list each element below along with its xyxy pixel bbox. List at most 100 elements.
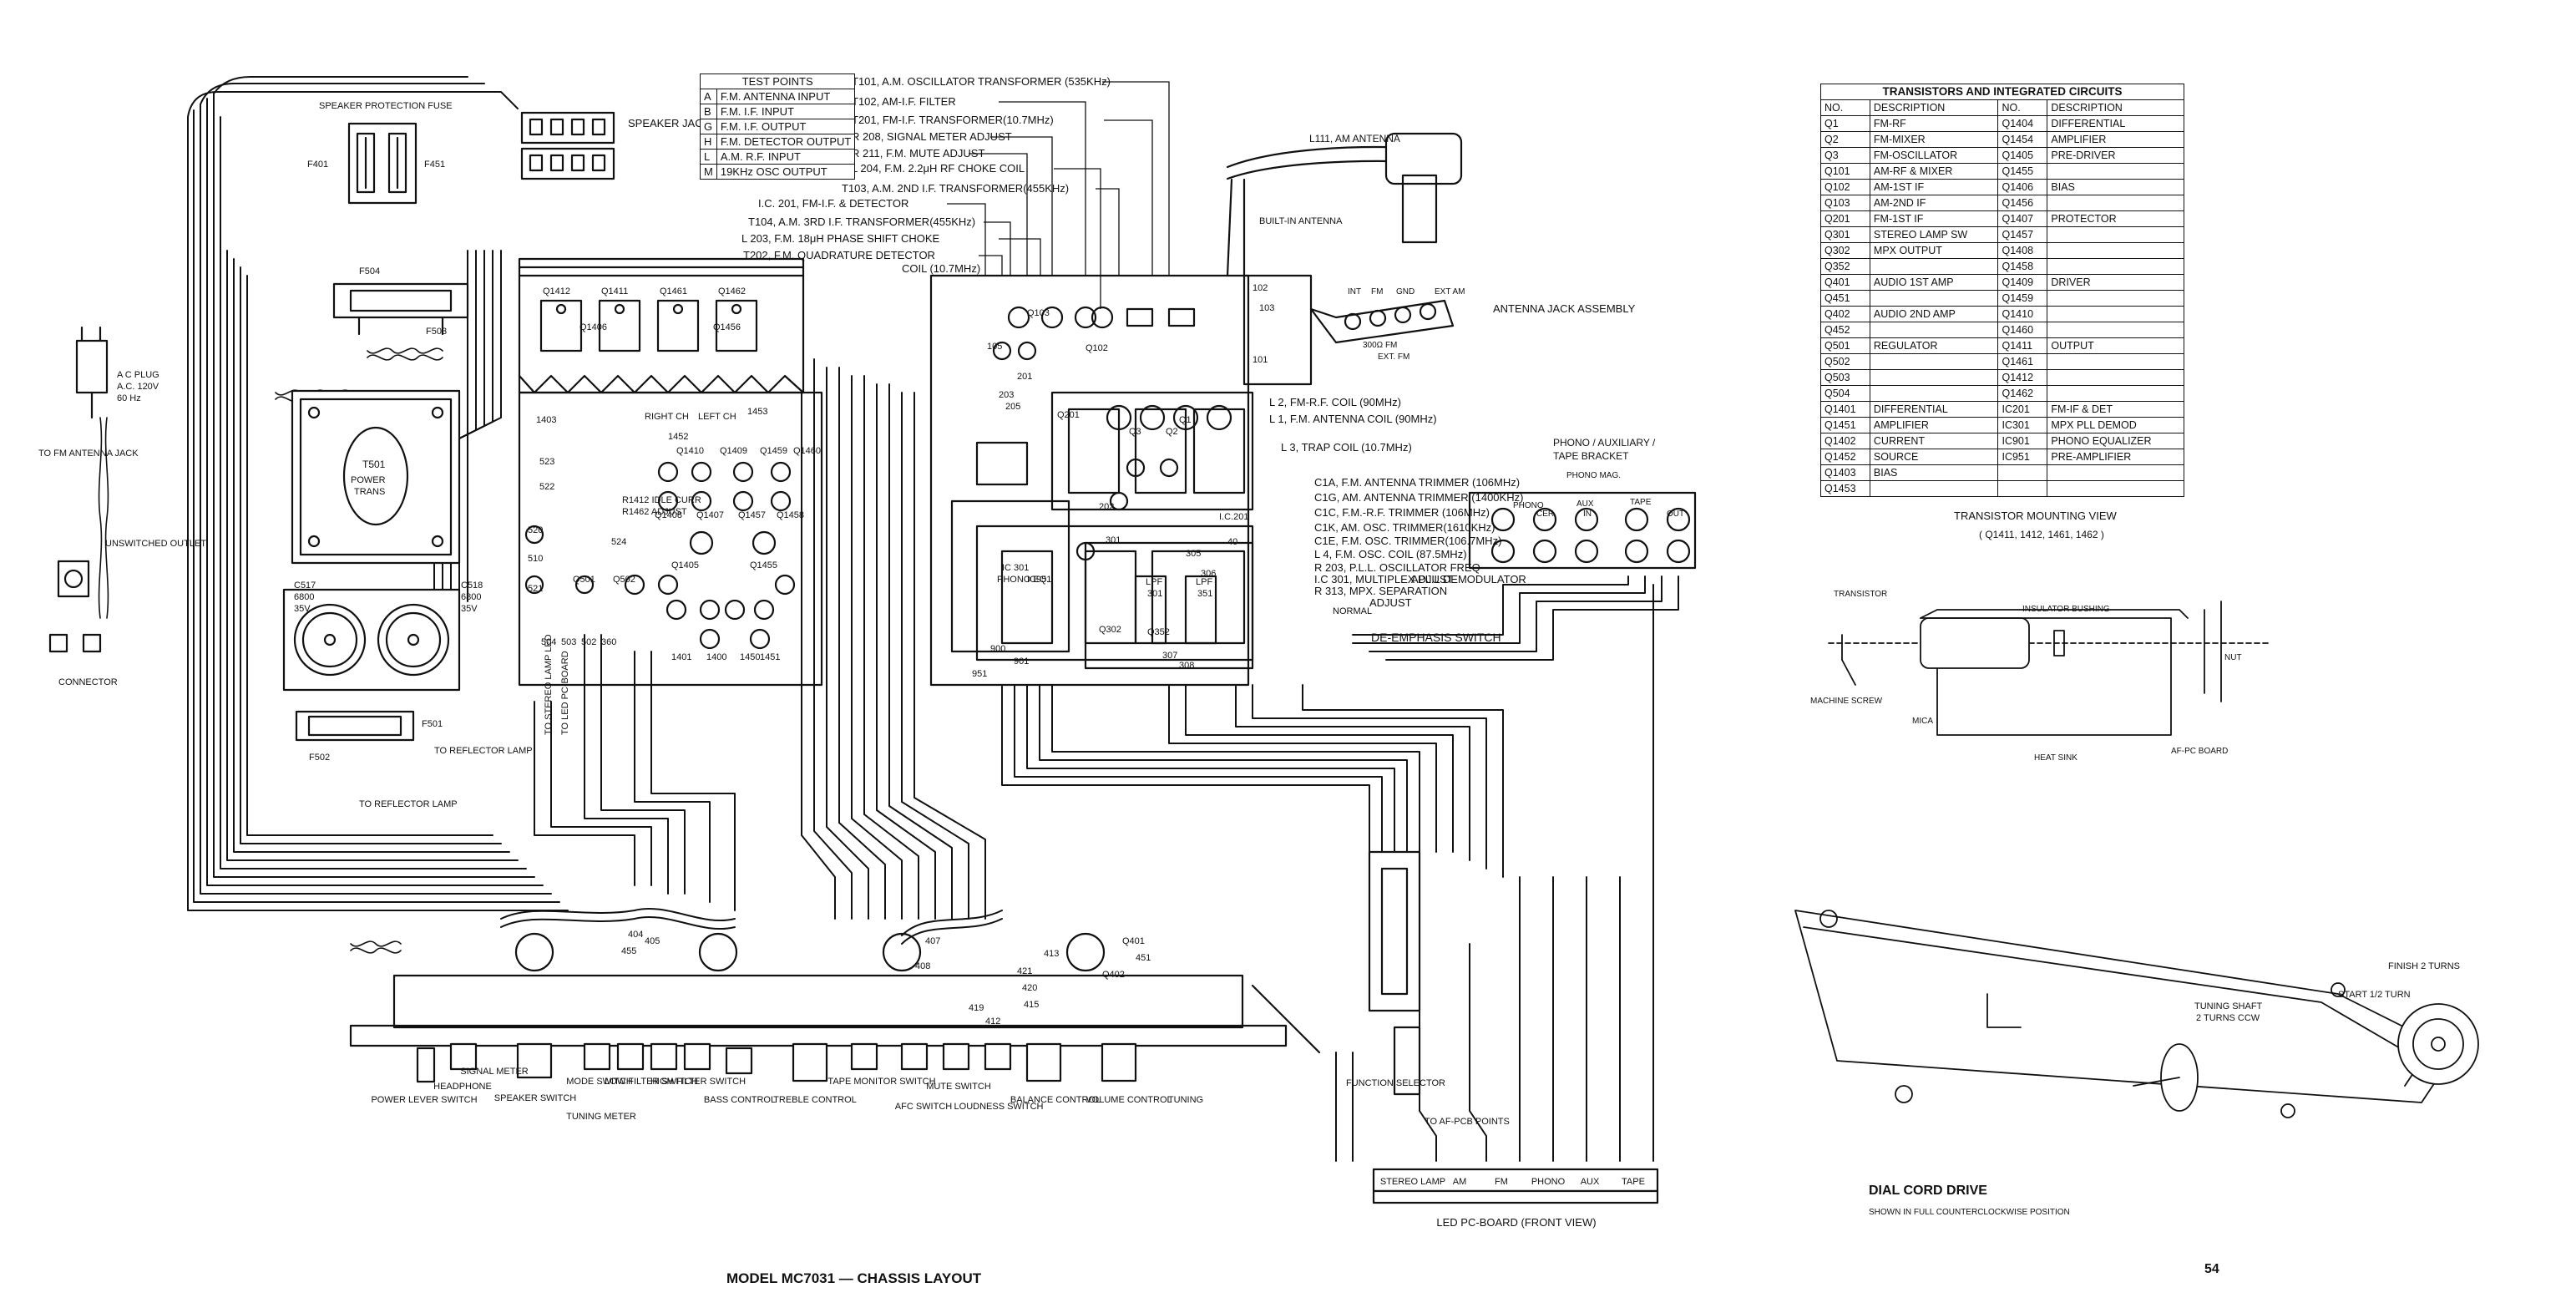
svg-text:523: 523 — [539, 457, 554, 467]
svg-text:455: 455 — [621, 946, 636, 956]
svg-text:PHONO: PHONO — [1513, 501, 1544, 510]
svg-text:PHONO MAG.: PHONO MAG. — [1566, 471, 1621, 480]
svg-text:413: 413 — [1044, 949, 1059, 959]
svg-text:Q1409: Q1409 — [720, 446, 747, 456]
svg-text:START 1/2 TURN: START 1/2 TURN — [2338, 990, 2411, 1000]
svg-text:L 3, TRAP COIL (10.7MHz): L 3, TRAP COIL (10.7MHz) — [1281, 441, 1412, 454]
svg-text:420: 420 — [1022, 983, 1037, 993]
svg-text:T101, A.M. OSCILLATOR TRANSFOR: T101, A.M. OSCILLATOR TRANSFORMER (535KH… — [852, 75, 1111, 88]
table-cell — [2047, 306, 2184, 322]
svg-text:R 211, F.M. MUTE ADJUST: R 211, F.M. MUTE ADJUST — [852, 147, 984, 160]
led-board-labels: STEREO LAMP AM FM PHONO AUX TAPE LED PC-… — [1380, 1177, 1645, 1229]
svg-text:Q1408: Q1408 — [655, 510, 682, 520]
transistors-ic-table: TRANSISTORS AND INTEGRATED CIRCUITS NO. … — [1820, 84, 2184, 497]
svg-text:Q1461: Q1461 — [660, 286, 687, 297]
svg-text:L 2, FM-R.F. COIL (90MHz): L 2, FM-R.F. COIL (90MHz) — [1269, 396, 1401, 408]
antenna-jack-assembly — [1309, 299, 1455, 344]
svg-text:Q1406: Q1406 — [579, 322, 607, 332]
svg-text:1403: 1403 — [536, 415, 556, 425]
svg-text:T201, FM-I.F. TRANSFORMER(10.7: T201, FM-I.F. TRANSFORMER(10.7MHz) — [852, 114, 1054, 126]
svg-text:451: 451 — [1136, 953, 1151, 963]
right-callouts: L 2, FM-R.F. COIL (90MHz) L 1, F.M. ANTE… — [1269, 396, 1526, 644]
fm-rf-front-end — [1050, 391, 1254, 511]
svg-text:PHONO EQ.: PHONO EQ. — [997, 575, 1049, 585]
svg-text:Q1: Q1 — [1179, 415, 1192, 425]
svg-text:FUNCTION SELECTOR: FUNCTION SELECTOR — [1346, 1078, 1445, 1088]
power-amp-heatsink — [518, 257, 805, 394]
table-cell: Q1451 — [1820, 417, 1870, 433]
svg-text:T104, A.M. 3RD I.F. TRANSFORME: T104, A.M. 3RD I.F. TRANSFORMER(455KHz) — [748, 215, 975, 228]
table-cell: PROTECTOR — [2047, 210, 2184, 227]
table-cell: AUDIO 2ND AMP — [1869, 306, 1999, 322]
svg-text:R 208, SIGNAL METER ADJUST: R 208, SIGNAL METER ADJUST — [852, 130, 1012, 143]
table-cell: Q101 — [1820, 163, 1870, 180]
table-cell: AUDIO 1ST AMP — [1869, 274, 1999, 291]
table-cell: DRIVER — [2047, 274, 2184, 291]
svg-text:A C PLUG: A C PLUG — [117, 370, 159, 380]
table-cell — [2047, 195, 2184, 211]
table-cell: Q1404 — [1997, 115, 2048, 132]
svg-text:Q1405: Q1405 — [671, 560, 699, 570]
phono-aux-tape-bracket — [1468, 491, 1697, 570]
svg-text:MICA: MICA — [1912, 717, 1933, 726]
table-cell: BIAS — [1869, 464, 1999, 481]
svg-text:RIGHT CH: RIGHT CH — [645, 412, 689, 422]
svg-text:307: 307 — [1162, 651, 1177, 661]
svg-text:502: 502 — [581, 637, 596, 647]
test-points-header: TEST POINTS — [699, 74, 856, 89]
table-cell: Q1455 — [1997, 163, 2048, 180]
col-desc-right: DESCRIPTION — [2047, 99, 2184, 116]
svg-text:TRANS: TRANS — [354, 487, 385, 497]
svg-text:301: 301 — [1147, 589, 1162, 599]
table-cell: DIFFERENTIAL — [1869, 401, 1999, 418]
table-cell: STEREO LAMP SW — [1869, 226, 1999, 243]
svg-text:LED PC-BOARD (FRONT VIEW): LED PC-BOARD (FRONT VIEW) — [1436, 1216, 1596, 1229]
table-cell — [2047, 322, 2184, 338]
svg-text:360: 360 — [601, 637, 616, 647]
svg-text:1401: 1401 — [671, 652, 691, 662]
svg-text:F451: F451 — [424, 160, 445, 170]
transistor-mounting-view — [1828, 601, 2272, 736]
svg-text:510: 510 — [528, 554, 543, 564]
table-cell: Q1456 — [1997, 195, 2048, 211]
svg-text:PHONO: PHONO — [1531, 1177, 1566, 1187]
svg-text:Q401: Q401 — [1122, 936, 1145, 946]
svg-text:Q1412: Q1412 — [543, 286, 570, 297]
table-cell: PRE-AMPLIFIER — [2047, 449, 2184, 465]
svg-text:408: 408 — [915, 961, 930, 971]
svg-text:HEADPHONE: HEADPHONE — [433, 1082, 492, 1092]
svg-text:306: 306 — [1201, 569, 1216, 579]
svg-text:L111, AM ANTENNA: L111, AM ANTENNA — [1309, 133, 1400, 144]
svg-text:Q1455: Q1455 — [750, 560, 777, 570]
svg-text:951: 951 — [972, 669, 987, 679]
table-cell: AM-1ST IF — [1869, 179, 1999, 195]
svg-text:300Ω FM: 300Ω FM — [1363, 341, 1397, 350]
svg-text:Q1457: Q1457 — [738, 510, 766, 520]
svg-text:INT: INT — [1348, 287, 1361, 297]
svg-text:IC951: IC951 — [1027, 575, 1051, 585]
svg-text:35V: 35V — [294, 604, 311, 614]
svg-text:NUT: NUT — [2224, 653, 2242, 662]
top-callouts: T101, A.M. OSCILLATOR TRANSFORMER (535KH… — [741, 75, 1111, 275]
svg-text:POWER: POWER — [351, 475, 386, 485]
svg-text:6800: 6800 — [294, 592, 314, 602]
table-cell: PHONO EQUALIZER — [2047, 433, 2184, 449]
table-cell: AM-2ND IF — [1869, 195, 1999, 211]
svg-text:Q502: Q502 — [613, 575, 635, 585]
svg-text:SHOWN IN FULL COUNTERCLOCKWISE: SHOWN IN FULL COUNTERCLOCKWISE POSITION — [1869, 1208, 2070, 1217]
svg-text:COIL (10.7MHz): COIL (10.7MHz) — [902, 262, 980, 275]
svg-text:FM: FM — [1371, 287, 1383, 297]
table-cell: Q1408 — [1997, 242, 2048, 259]
svg-text:TUNING METER: TUNING METER — [566, 1112, 636, 1122]
svg-text:AM: AM — [1453, 1177, 1467, 1187]
